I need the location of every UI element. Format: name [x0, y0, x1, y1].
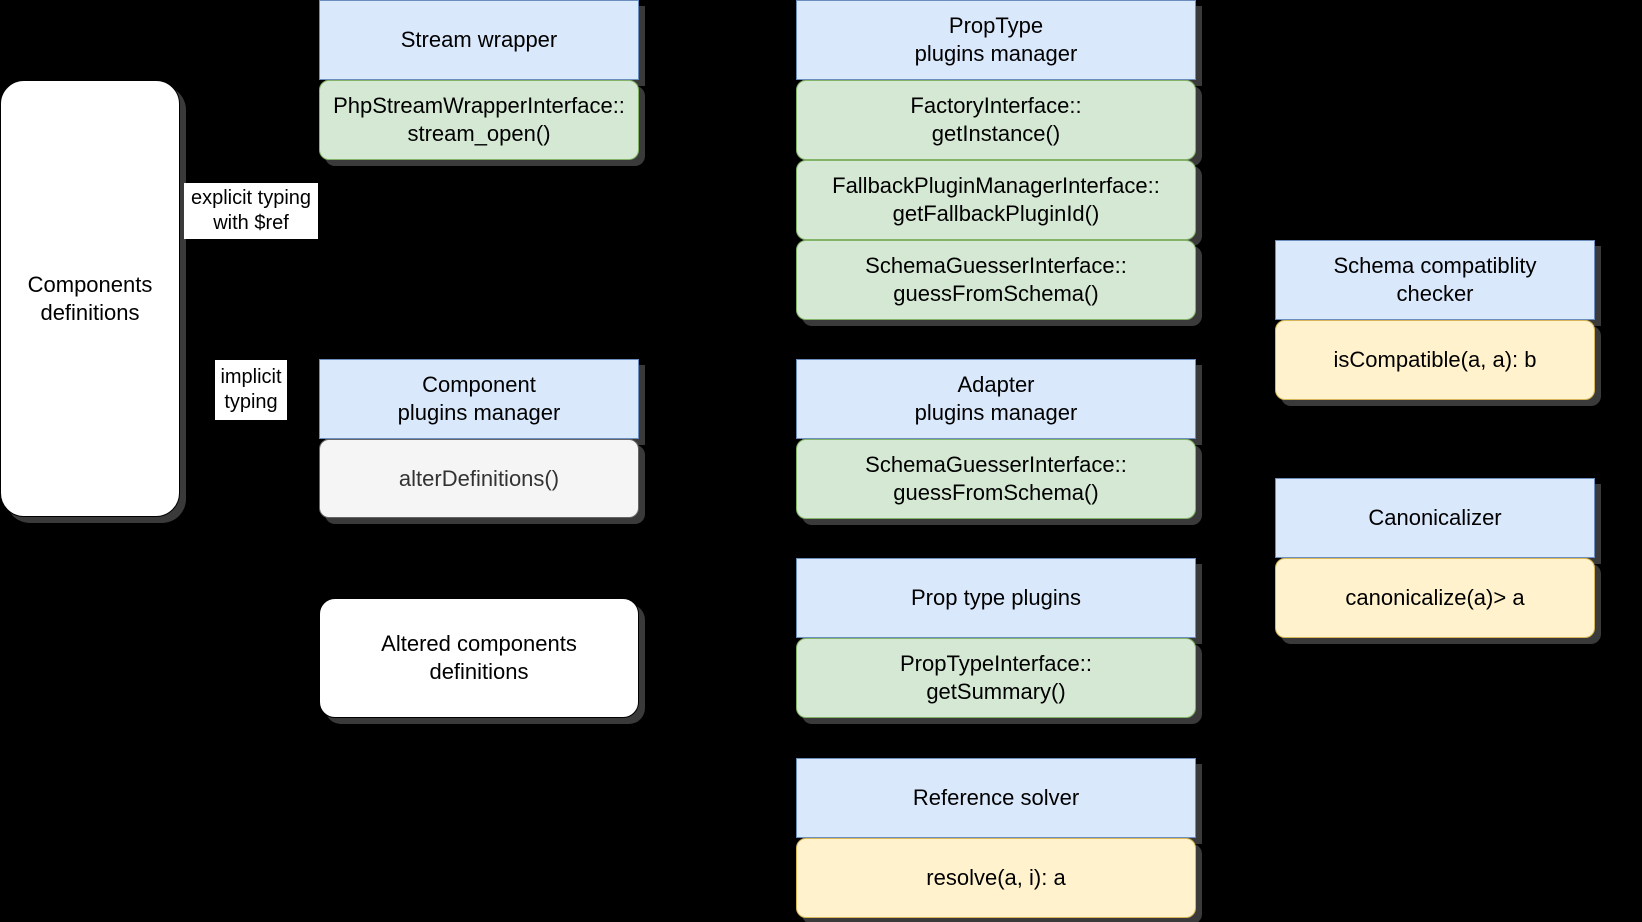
schema-checker-title-text: Schema compatiblity checker [1333, 253, 1537, 306]
stream-open-method-text: PhpStreamWrapperInterface:: stream_open(… [333, 93, 625, 146]
proptype-guess-from-schema-text: SchemaGuesserInterface:: guessFromSchema… [865, 253, 1127, 306]
implicit-typing-label: implicit typing [215, 360, 287, 420]
explicit-typing-label: explicit typing with $ref [184, 183, 318, 239]
component-plugins-manager-title: Component plugins manager [319, 359, 639, 439]
schema-checker-title: Schema compatiblity checker [1275, 240, 1595, 320]
adapter-plugins-manager-title-text: Adapter plugins manager [914, 372, 1078, 425]
fallback-plugin-id-text: FallbackPluginManagerInterface:: getFall… [832, 173, 1160, 226]
altered-definitions-node: Altered components definitions [319, 598, 639, 718]
is-compatible-method: isCompatible(a, a): b [1275, 320, 1595, 400]
altered-definitions-text: Altered components definitions [381, 631, 577, 684]
component-plugins-manager-title-text: Component plugins manager [397, 372, 561, 425]
canonicalizer-title-text: Canonicalizer [1368, 505, 1502, 530]
factory-get-instance-text: FactoryInterface:: getInstance() [910, 93, 1082, 146]
components-definitions-node: Components definitions [0, 80, 180, 517]
adapter-plugins-manager-title: Adapter plugins manager [796, 359, 1196, 439]
resolve-method: resolve(a, i): a [796, 838, 1196, 918]
reference-solver-title-text: Reference solver [912, 785, 1080, 810]
canonicalize-method: canonicalize(a)> a [1275, 558, 1595, 638]
factory-get-instance-method: FactoryInterface:: getInstance() [796, 80, 1196, 160]
alter-definitions-text: alterDefinitions() [398, 465, 560, 491]
proptype-guess-from-schema-method: SchemaGuesserInterface:: guessFromSchema… [796, 240, 1196, 320]
components-definitions-label: Components definitions [27, 271, 153, 325]
fallback-plugin-id-method: FallbackPluginManagerInterface:: getFall… [796, 160, 1196, 240]
stream-wrapper-title: Stream wrapper [319, 0, 639, 80]
get-summary-text: PropTypeInterface:: getSummary() [900, 651, 1092, 704]
stream-wrapper-title-text: Stream wrapper [400, 27, 558, 52]
canonicalizer-title: Canonicalizer [1275, 478, 1595, 558]
reference-solver-title: Reference solver [796, 758, 1196, 838]
prop-type-plugins-title-text: Prop type plugins [911, 585, 1081, 610]
adapter-guess-from-schema-method: SchemaGuesserInterface:: guessFromSchema… [796, 439, 1196, 519]
prop-type-plugins-title: Prop type plugins [796, 558, 1196, 638]
get-summary-method: PropTypeInterface:: getSummary() [796, 638, 1196, 718]
proptype-plugins-manager-title-text: PropType plugins manager [914, 13, 1078, 66]
stream-wrapper-method: PhpStreamWrapperInterface:: stream_open(… [319, 80, 639, 160]
is-compatible-text: isCompatible(a, a): b [1333, 347, 1537, 372]
canonicalize-text: canonicalize(a)> a [1345, 585, 1525, 610]
proptype-plugins-manager-title: PropType plugins manager [796, 0, 1196, 80]
adapter-guess-from-schema-text: SchemaGuesserInterface:: guessFromSchema… [865, 452, 1127, 505]
resolve-text: resolve(a, i): a [926, 865, 1066, 890]
alter-definitions-method: alterDefinitions() [319, 439, 639, 518]
